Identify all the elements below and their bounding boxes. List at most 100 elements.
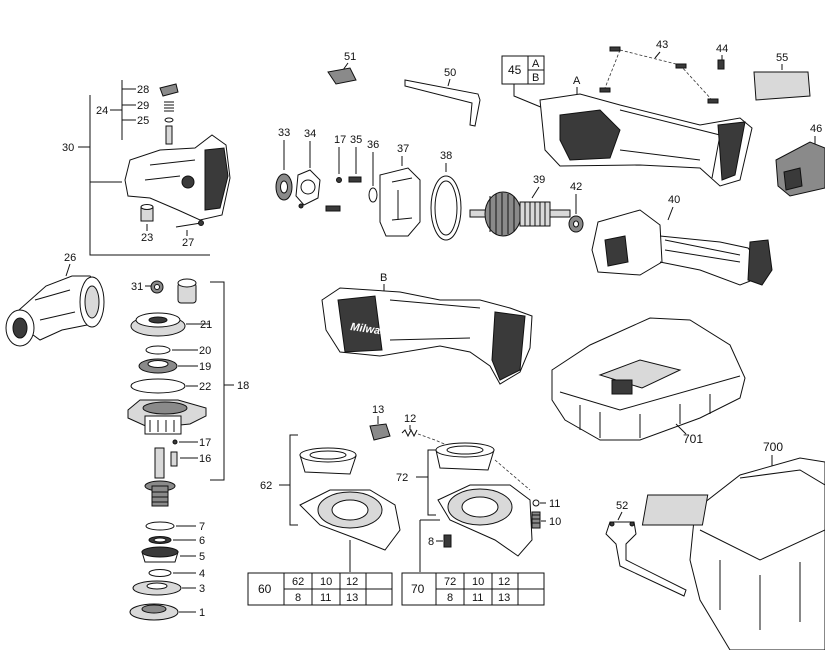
kit70-r1c2: 10 — [472, 576, 484, 588]
kit45-b: B — [532, 72, 539, 84]
armature-part — [469, 191, 571, 237]
switch-rod-part — [404, 79, 481, 127]
label-37: 37 — [397, 143, 409, 155]
label-700: 700 — [763, 440, 783, 454]
label-29: 29 — [137, 100, 149, 112]
snap-ring-part — [145, 345, 171, 355]
kit70-r1c3: 12 — [498, 576, 510, 588]
label-A: A — [573, 75, 581, 87]
o-ring-part — [130, 378, 186, 394]
label-16: 16 — [199, 453, 211, 465]
label-3: 3 — [199, 583, 205, 595]
gear-case-group: 30 24 28 29 25 23 27 — [62, 80, 231, 256]
kit45-number: 45 — [508, 63, 522, 77]
label-18: 18 — [237, 380, 249, 392]
guard-collar-72-part — [435, 442, 495, 471]
label-13: 13 — [372, 404, 384, 416]
label-51: 51 — [344, 51, 356, 63]
label-31: 31 — [131, 281, 143, 293]
spanner-wrench-part — [605, 521, 687, 597]
washer-36-part — [368, 187, 378, 203]
spring-part — [164, 101, 174, 112]
housing-b-group: B Milwaukee — [321, 272, 533, 385]
housing-b-part: Milwaukee — [321, 287, 533, 385]
lock-pin-part — [165, 125, 173, 145]
housing-a-group: 45 A B A 43 44 55 46 — [501, 39, 825, 197]
kit-60-table: 60 62 10 12 8 11 13 — [247, 572, 393, 606]
label-72: 72 — [396, 472, 408, 484]
cases-group: 702 701 700 — [551, 317, 825, 650]
label-701: 701 — [683, 432, 703, 446]
label-35: 35 — [350, 134, 362, 146]
label-46: 46 — [810, 123, 822, 135]
label-39: 39 — [533, 174, 545, 186]
label-22: 22 — [199, 381, 211, 393]
kit60-r1c3: 12 — [346, 576, 358, 588]
label-5: 5 — [199, 551, 205, 563]
kit70-r2c1: 8 — [447, 592, 453, 604]
pin-part — [170, 451, 178, 467]
stator-part — [591, 209, 773, 286]
screw-44-part — [717, 59, 725, 70]
housing-a-part — [539, 93, 753, 187]
label-19: 19 — [199, 361, 211, 373]
label-33: 33 — [278, 127, 290, 139]
kit70-r2c3: 13 — [498, 592, 510, 604]
label-52: 52 — [616, 500, 628, 512]
label-24: 24 — [96, 105, 108, 117]
guard-kits-group: 13 12 62 60 — [247, 404, 561, 606]
spindle-stack-group: 18 31 21 20 19 22 17 — [127, 278, 249, 621]
label-21: 21 — [200, 319, 212, 331]
screw-part — [175, 222, 202, 228]
retaining-ring-part — [148, 569, 172, 577]
kit45-a: A — [532, 58, 540, 70]
label-12: 12 — [404, 413, 416, 425]
guard-collar-62-part — [299, 447, 357, 475]
label-44: 44 — [716, 43, 728, 55]
label-28: 28 — [137, 84, 149, 96]
side-handle-group: 26 — [5, 252, 105, 347]
label-8: 8 — [428, 536, 434, 548]
screws-43-part — [599, 46, 719, 104]
label-40: 40 — [668, 194, 680, 206]
label-55: 55 — [776, 52, 788, 64]
spindle-part — [154, 447, 165, 479]
storage-case-700-part — [641, 457, 825, 650]
gear-case-part — [124, 134, 231, 221]
kit60-r1c2: 10 — [320, 576, 332, 588]
label-62: 62 — [260, 480, 272, 492]
label-36: 36 — [367, 139, 379, 151]
latch-spring-part — [401, 428, 418, 438]
label-42: 42 — [570, 181, 582, 193]
label-10b: 10 — [549, 516, 561, 528]
label-1: 1 — [199, 607, 205, 619]
label-17b: 17 — [199, 437, 211, 449]
spindle-lock-button-part — [159, 83, 179, 97]
kit60-r2c2: 11 — [320, 592, 331, 604]
fan-baffle-part — [379, 167, 421, 237]
kit60-number: 60 — [258, 582, 272, 596]
label-38: 38 — [440, 150, 452, 162]
kit60-r2c1: 8 — [295, 592, 301, 604]
switch-button-part — [327, 67, 357, 85]
label-7: 7 — [199, 521, 205, 533]
kit70-r2c2: 11 — [472, 592, 483, 604]
kit70-r1c1: 72 — [444, 576, 456, 588]
label-11b: 11 — [549, 498, 560, 510]
kit-70-table: 70 72 10 12 8 11 13 — [401, 572, 545, 606]
storage-case-701-part — [551, 317, 746, 441]
kit60-r1c1: 62 — [292, 576, 304, 588]
nameplate-part — [753, 71, 811, 101]
label-6: 6 — [199, 535, 205, 547]
kit60-r2c3: 13 — [346, 592, 358, 604]
label-50: 50 — [444, 67, 456, 79]
screw-8-part — [443, 534, 452, 548]
wrench-group: 52 — [605, 500, 687, 597]
ball-part — [532, 499, 540, 507]
label-43: 43 — [656, 39, 668, 51]
label-34: 34 — [304, 128, 316, 140]
label-27: 27 — [182, 237, 194, 249]
label-17a: 17 — [334, 134, 346, 146]
ring-part — [145, 521, 175, 531]
